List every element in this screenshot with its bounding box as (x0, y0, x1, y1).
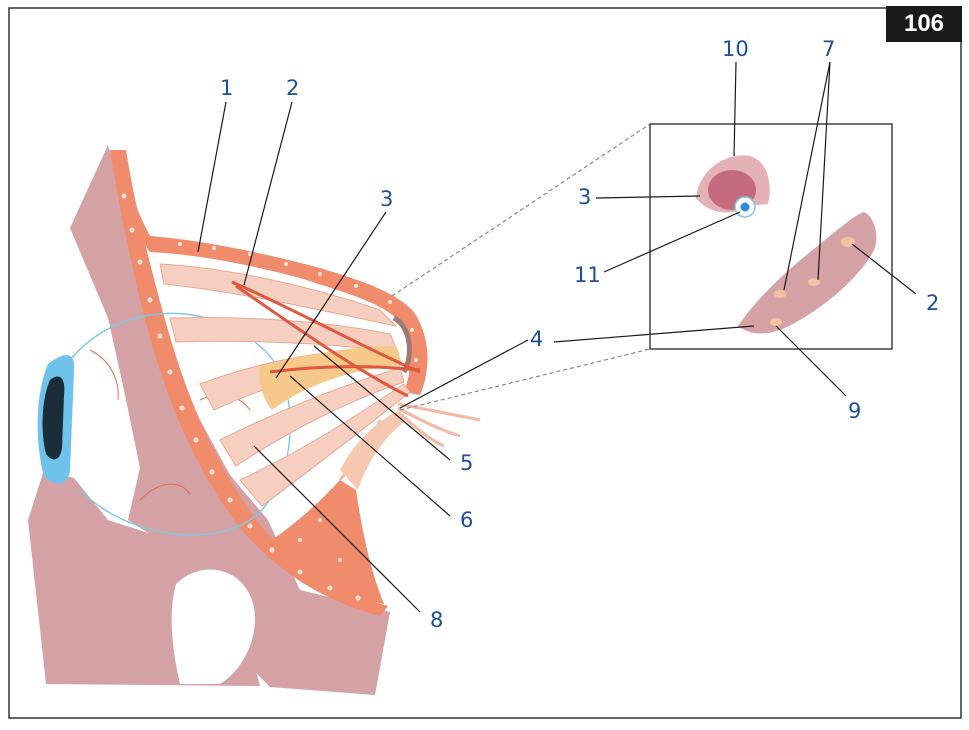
label-8: 8 (430, 608, 443, 632)
label-11: 11 (574, 263, 601, 287)
inset-fascicle-a (841, 237, 855, 247)
label-5: 5 (460, 451, 473, 475)
label-1: 1 (220, 76, 233, 100)
inset-guide-bottom (400, 349, 650, 410)
label-6: 6 (460, 508, 473, 532)
inset-fascicle-c (774, 290, 786, 298)
inset-guide-top (392, 124, 650, 296)
label-2: 2 (286, 76, 299, 100)
label-10: 10 (722, 37, 749, 61)
label-3-inset: 3 (578, 185, 591, 209)
inset-vessel (741, 203, 750, 212)
inset-fascicle-d (770, 318, 782, 326)
label-3: 3 (380, 187, 393, 211)
label-9: 9 (848, 399, 861, 423)
label-2-inset: 2 (926, 291, 939, 315)
label-7: 7 (822, 37, 835, 61)
page-number-badge: 106 (886, 6, 962, 42)
label-4: 4 (530, 327, 543, 351)
